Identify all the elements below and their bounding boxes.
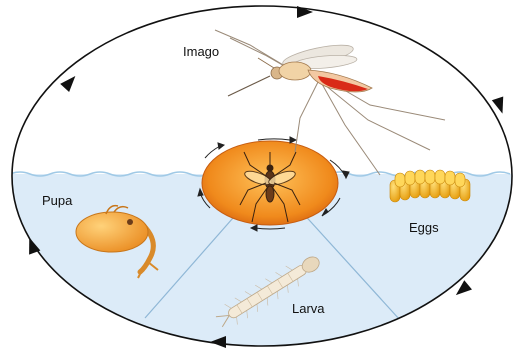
watermark-text: dreamstime.: [135, 104, 388, 144]
larva-label: Larva: [292, 301, 325, 316]
cycle-arrow-left-upper: [60, 72, 80, 92]
eggs-label: Eggs: [409, 220, 439, 235]
pupa-label: Pupa: [42, 193, 73, 208]
imago-label: Imago: [183, 44, 219, 59]
